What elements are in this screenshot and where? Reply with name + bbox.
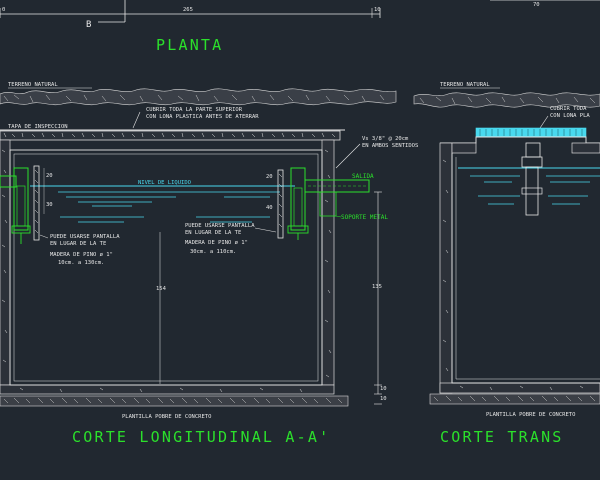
label-pantalla-right-1: PUEDE USARSE PANTALLA: [185, 223, 255, 229]
dim-10-a: 10: [380, 386, 387, 392]
leader-cubrir: [132, 111, 141, 129]
dim-135: 135: [372, 284, 382, 290]
dim-30-left: 30: [46, 202, 53, 208]
title-corte-transversal: CORTE TRANS: [440, 428, 564, 446]
tank-walls-long: [0, 139, 335, 395]
label-madera-left-2: 10cm. a 130cm.: [58, 260, 104, 266]
baffle-wood-right: [277, 169, 284, 239]
label-cubrir-2: CON LONA PLASTICA ANTES DE ATERRAR: [146, 114, 259, 120]
top-dimension-line: [0, 0, 600, 23]
base-slab-long: [0, 395, 349, 407]
dim-40-right: 40: [266, 205, 273, 211]
label-terreno-natural-right: TERRENO NATURAL: [440, 82, 490, 88]
label-terreno-natural-left: TERRENO NATURAL: [8, 82, 58, 88]
dim-10-b: 10: [380, 396, 387, 402]
inlet-pipe-tee: [0, 167, 31, 244]
label-salida: SALIDA: [352, 173, 374, 180]
leader-pantalla-right: [254, 227, 277, 233]
title-planta: PLANTA: [156, 36, 223, 54]
leader-soporte: [335, 215, 342, 218]
label-plantilla-right: PLANTILLA POBRE DE CONCRETO: [486, 412, 575, 418]
label-varilla-2: EN AMBOS SENTIDOS: [362, 143, 418, 149]
tank-lid: [0, 129, 345, 141]
label-tapa-inspeccion: TAPA DE INSPECCION: [8, 124, 68, 130]
baffle-hatch-right: [278, 173, 283, 228]
dim-20-left: 20: [46, 173, 53, 179]
title-corte-longitudinal: CORTE LONGITUDINAL A-A': [72, 428, 330, 446]
baffle-hatch-left: [34, 169, 39, 234]
base-slab-trans: [429, 393, 600, 405]
lona-cover-hatch: [479, 129, 583, 136]
tank-walls-trans: [439, 136, 600, 394]
leader-pantalla-left: [39, 234, 49, 239]
leader-cubrir-right: [539, 115, 549, 129]
dim-20-right: 20: [266, 174, 273, 180]
liquid-level-trans: [458, 167, 600, 205]
label-cubrir-right-2: CON LONA PLA: [550, 113, 590, 119]
label-madera-right-2: 30cm. a 110cm.: [190, 249, 236, 255]
dim-label-70: 70: [533, 2, 540, 8]
trans-pipe: [521, 142, 543, 216]
label-madera-left-1: MADERA DE PINO ø 1": [50, 252, 113, 258]
label-madera-right-1: MADERA DE PINO ø 1": [185, 240, 248, 246]
liquid-level-long: [30, 185, 295, 223]
dim-label-10: 10: [374, 7, 381, 13]
dim-154: 154: [156, 286, 167, 292]
label-pantalla-left-2: EN LUGAR DE LA TE: [50, 241, 106, 247]
terrain-left: [0, 88, 397, 106]
dim-label-265: 265: [183, 7, 193, 13]
label-varilla-1: Vs 3/8" @ 20cm: [362, 136, 409, 142]
label-soporte-metal: SOPORTE METAL: [341, 214, 388, 221]
lona-cover-block: [475, 127, 587, 138]
label-nivel-liquido: NIVEL DE LIQUIDO: [138, 180, 191, 186]
label-pantalla-left-1: PUEDE USARSE PANTALLA: [50, 234, 120, 240]
dim-label-0: 0: [2, 7, 5, 13]
leader-varilla: [335, 143, 361, 169]
outlet-pipe-tee: [287, 167, 370, 240]
vertical-dimension-right: [374, 191, 382, 405]
section-mark-b: B: [86, 20, 91, 30]
label-plantilla-left: PLANTILLA POBRE DE CONCRETO: [122, 414, 211, 420]
terrain-right: [413, 92, 600, 108]
label-pantalla-right-2: EN LUGAR DE LA TE: [185, 230, 241, 236]
baffle-wood-left: [33, 165, 40, 241]
label-cubrir-right-1: CUBRIR TODA: [550, 106, 587, 112]
label-cubrir-1: CUBRIR TODA LA PARTE SUPERIOR: [146, 107, 243, 113]
